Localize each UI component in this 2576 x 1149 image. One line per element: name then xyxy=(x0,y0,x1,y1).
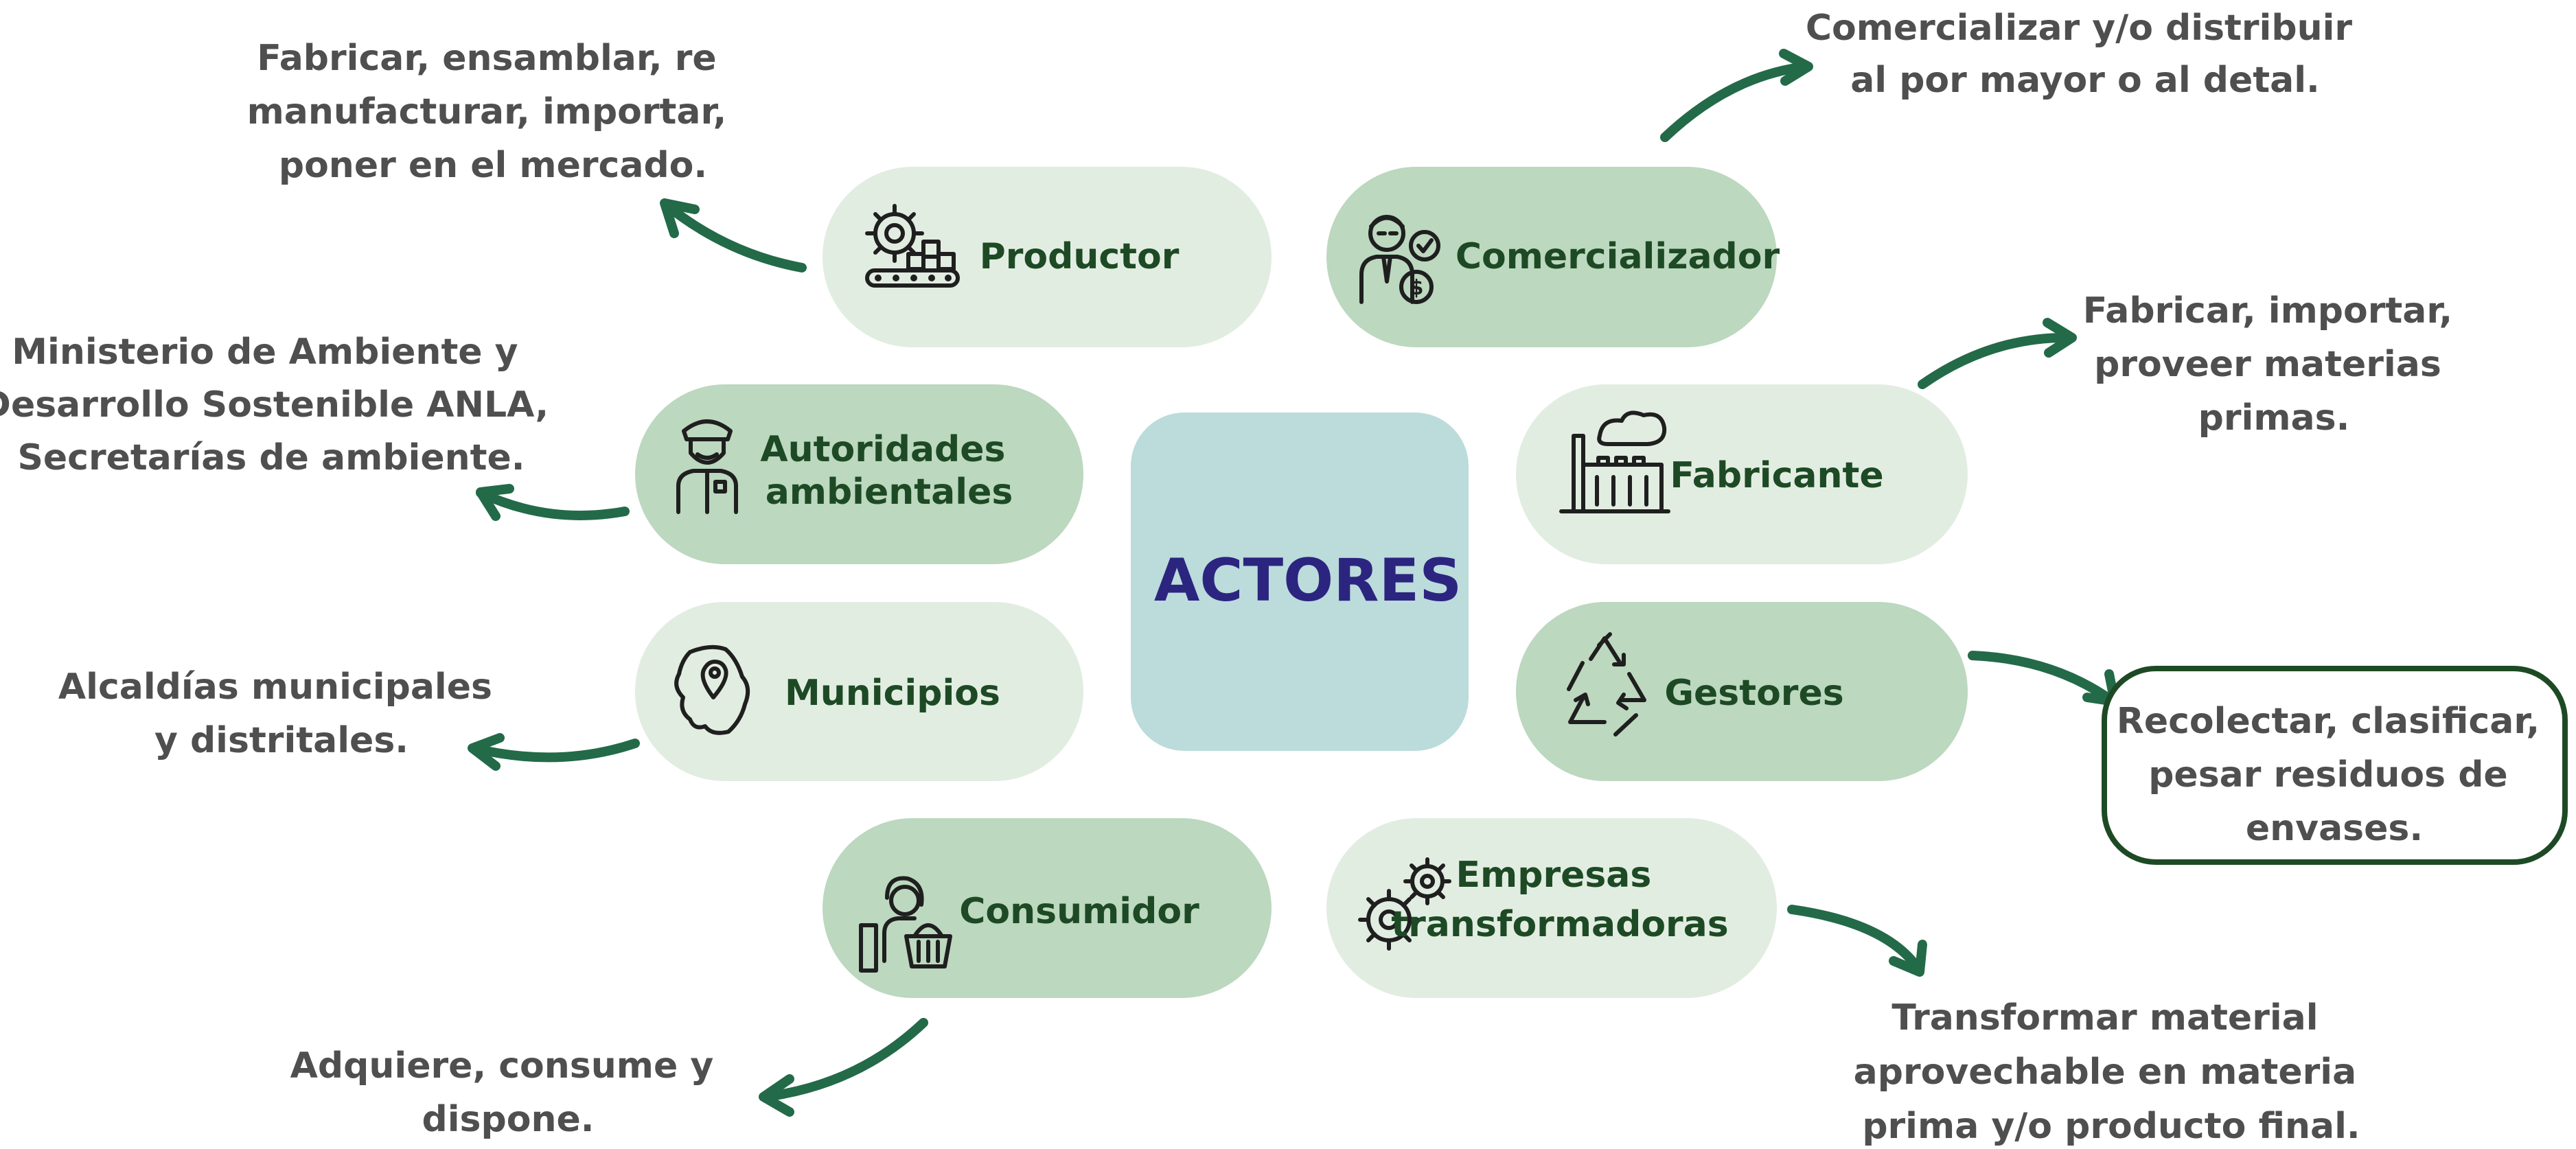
description-productor-line3: poner en el mercado. xyxy=(279,145,707,186)
svg-text:Ministerio de Ambiente y: Ministerio de Ambiente y Desarrollo Sost… xyxy=(0,332,561,478)
svg-text:Consumidor: Consumidor xyxy=(959,891,1199,932)
arrow-empresas xyxy=(1787,905,1927,977)
description-fabricante: Fabricar, importar, proveer materias pri… xyxy=(2083,290,2465,439)
svg-text:Fabricar, importar, prov: Fabricar, importar, proveer materias pri… xyxy=(2083,290,2465,439)
center-box: ACTORES xyxy=(1131,413,1469,751)
factory-icon xyxy=(1559,410,1670,513)
description-consumidor-line2: dispone. xyxy=(422,1099,595,1140)
actor-productor: Productor xyxy=(823,167,1272,347)
svg-text:Comercializar y/o distribuir: Comercializar y/o distribuir al por mayo… xyxy=(1806,8,2365,101)
center-title: ACTORES xyxy=(1154,546,1462,615)
description-autoridades: Ministerio de Ambiente y Desarrollo Sost… xyxy=(0,332,561,478)
description-comercializador-line1: Comercializar y/o distribuir xyxy=(1806,8,2353,49)
description-empresas-line3: prima y/o producto final. xyxy=(1862,1106,2360,1147)
description-empresas: Transformar material aprovechable en mat… xyxy=(1854,997,2369,1147)
arrow-consumidor xyxy=(759,1018,928,1117)
svg-text:Autoridades ambientales: Autoridades ambientales xyxy=(760,429,1017,513)
actor-comercializador: $ Comercializador xyxy=(1326,167,1780,347)
description-autoridades-line2: Desarrollo Sostenible ANLA, xyxy=(0,384,549,426)
center-box-shape xyxy=(1131,413,1469,751)
description-municipios: Alcaldías municipales y distritales. xyxy=(58,666,505,761)
description-productor-line1: Fabricar, ensamblar, re xyxy=(257,38,716,79)
description-autoridades-line1: Ministerio de Ambiente y xyxy=(12,332,518,373)
svg-text:Recolectar, clasificar,: Recolectar, clasificar, pesar residuos d… xyxy=(2117,701,2552,849)
actor-municipios-label: Municipios xyxy=(785,673,1000,714)
description-productor: Fabricar, ensamblar, re manufacturar, im… xyxy=(247,38,739,186)
arrow-gestores xyxy=(1968,651,2119,706)
description-empresas-line1: Transformar material xyxy=(1891,997,2318,1038)
arrow-productor xyxy=(660,198,807,272)
actor-municipios-pill xyxy=(635,602,1083,781)
actor-autoridades-label-line1: Autoridades xyxy=(760,429,1005,470)
actor-empresas: Empresas transformadoras xyxy=(1326,818,1777,998)
recycle-icon xyxy=(1567,632,1646,736)
actor-consumidor-label: Consumidor xyxy=(959,891,1199,932)
description-autoridades-line3: Secretarías de ambiente. xyxy=(17,437,525,478)
description-municipios-line2: y distritales. xyxy=(154,720,409,761)
description-consumidor-line1: Adquiere, consume y xyxy=(290,1045,714,1087)
actor-comercializador-pill xyxy=(1326,167,1777,347)
actor-productor-pill xyxy=(823,167,1272,347)
actor-comercializador-label: Comercializador xyxy=(1456,236,1780,277)
gears-icon xyxy=(1358,857,1451,951)
actor-fabricante: Fabricante xyxy=(1516,384,1968,564)
description-comercializador-line2: al por mayor o al detal. xyxy=(1850,60,2320,101)
actor-autoridades-pill xyxy=(635,384,1083,564)
arrow-comercializador xyxy=(1660,49,1813,142)
actor-gestores-pill xyxy=(1516,602,1968,781)
actor-consumidor-pill xyxy=(823,818,1272,998)
description-consumidor: Adquiere, consume y dispone. xyxy=(290,1045,726,1140)
actor-productor-label: Productor xyxy=(980,236,1180,277)
description-municipios-line1: Alcaldías municipales xyxy=(58,666,492,708)
actor-gestores: Gestores xyxy=(1516,602,1968,781)
description-gestores: Recolectar, clasificar, pesar residuos d… xyxy=(2102,666,2568,865)
arrow-municipios xyxy=(468,733,640,771)
svg-text:Alcaldías municipales y: Alcaldías municipales y distritales. xyxy=(58,666,505,761)
description-gestores-line3: envases. xyxy=(2246,808,2423,849)
arrows xyxy=(468,49,2119,1117)
actor-autoridades: Autoridades ambientales xyxy=(635,384,1083,564)
production-line-icon xyxy=(865,204,960,288)
actor-municipios: Municipios xyxy=(635,602,1083,781)
description-gestores-line2: pesar residuos de xyxy=(2148,754,2507,796)
description-comercializador: Comercializar y/o distribuir al por mayo… xyxy=(1806,8,2365,101)
description-productor-line2: manufacturar, importar, xyxy=(247,91,727,132)
description-fabricante-line2: proveer materias xyxy=(2094,344,2441,385)
actor-empresas-label-line1: Empresas xyxy=(1456,855,1652,896)
svg-text:Adquiere, consume y disp: Adquiere, consume y dispone. xyxy=(290,1045,726,1140)
shopper-icon xyxy=(859,876,952,973)
svg-text:Fabricante: Fabricante xyxy=(1670,455,1883,496)
svg-text:Transformar material apr: Transformar material aprovechable en mat… xyxy=(1854,997,2369,1147)
arrow-fabricante xyxy=(1918,318,2077,389)
svg-text:Empresas transformadoras: Empresas transformadoras xyxy=(1391,855,1728,945)
description-fabricante-line3: primas. xyxy=(2198,397,2350,439)
actor-gestores-label: Gestores xyxy=(1664,673,1843,714)
officer-icon xyxy=(676,419,738,514)
svg-text:Fabricar, ensamblar, re: Fabricar, ensamblar, re manufacturar, im… xyxy=(247,38,739,186)
svg-text:Municipios: Municipios xyxy=(785,673,1000,714)
actor-empresas-label-line2: transformadoras xyxy=(1391,904,1728,945)
actor-fabricante-pill xyxy=(1516,384,1968,564)
description-gestores-box xyxy=(2102,666,2568,865)
description-gestores-line1: Recolectar, clasificar, xyxy=(2117,701,2540,742)
description-fabricante-line1: Fabricar, importar, xyxy=(2083,290,2452,332)
svg-text:Comercializador: Comercializador xyxy=(1456,236,1780,277)
svg-text:Productor: Productor xyxy=(980,236,1180,277)
description-empresas-line2: aprovechable en materia xyxy=(1854,1052,2357,1093)
actor-fabricante-label: Fabricante xyxy=(1670,455,1883,496)
businessman-icon: $ xyxy=(1359,215,1440,304)
arrow-autoridades xyxy=(476,484,630,521)
actor-empresas-pill xyxy=(1326,818,1777,998)
map-pin-icon xyxy=(674,645,750,735)
actor-autoridades-label-line2: ambientales xyxy=(766,472,1013,513)
svg-text:$: $ xyxy=(1410,276,1424,300)
actor-consumidor: Consumidor xyxy=(823,818,1272,998)
svg-text:Gestores: Gestores xyxy=(1664,673,1843,714)
